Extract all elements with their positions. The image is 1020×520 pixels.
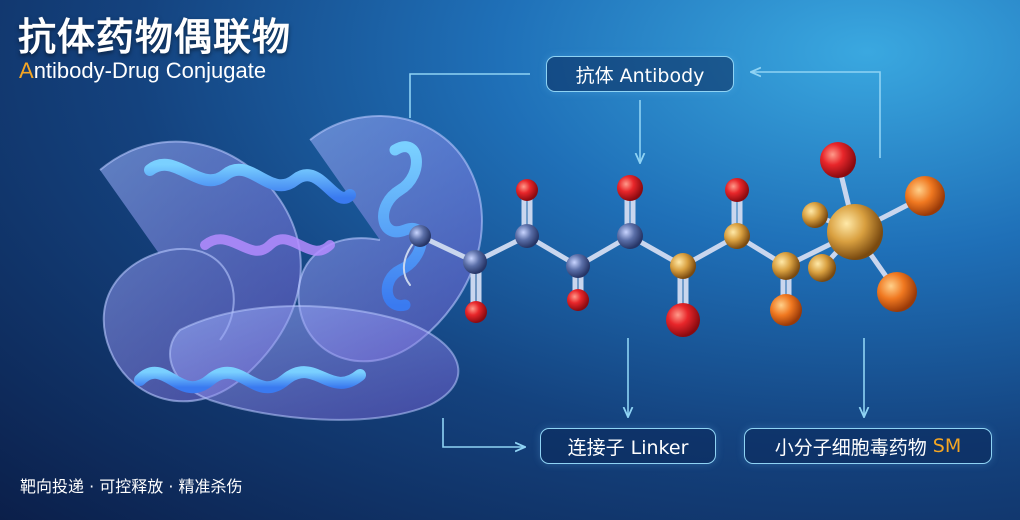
atom [670, 253, 696, 279]
subtitle-accent-letter: A [19, 58, 34, 83]
antibody-helix [200, 234, 335, 256]
linker-label: 连接子 Linker [540, 428, 716, 464]
linker-from-antibody-arrow [442, 418, 524, 447]
atom [725, 178, 749, 202]
atom [666, 303, 700, 337]
atom [516, 179, 538, 201]
antibody-structure [99, 115, 483, 421]
atom [770, 294, 802, 326]
atom [905, 176, 945, 216]
atom [827, 204, 883, 260]
atom [566, 254, 590, 278]
tagline: 靶向投递 · 可控释放 · 精准杀伤 [20, 477, 243, 496]
antibody-ribbon [169, 305, 460, 421]
atom [567, 289, 589, 311]
linker-label-text: 连接子 Linker [567, 436, 689, 459]
atom [877, 272, 917, 312]
atoms [409, 142, 945, 337]
antibody-label-text: 抗体 Antibody [575, 64, 705, 87]
antibody-label: 抗体 Antibody [546, 56, 734, 92]
small-molecule-abbr: SM [932, 435, 962, 457]
atom [465, 301, 487, 323]
antibody-helix [144, 158, 356, 204]
subtitle-text: ntibody-Drug Conjugate [33, 58, 267, 83]
atom [463, 250, 487, 274]
atom [820, 142, 856, 178]
atom [802, 202, 828, 228]
atom [617, 223, 643, 249]
page-subtitle: Antibody-Drug Conjugate [19, 58, 266, 84]
page-title: 抗体药物偶联物 [18, 15, 292, 59]
antibody-helix [134, 366, 366, 394]
callout-lines [409, 72, 881, 447]
atom [772, 252, 800, 280]
branch-bond [812, 159, 928, 295]
atom [724, 223, 750, 249]
antibody-callout-line [409, 73, 530, 118]
atom [409, 225, 431, 247]
atom [617, 175, 643, 201]
atom [515, 224, 539, 248]
atom [808, 254, 836, 282]
molecule [402, 142, 945, 337]
antibody-callout-arrow [752, 72, 881, 158]
antibody-helix [378, 141, 427, 311]
small-molecule-label-text: 小分子细胞毒药物 [774, 436, 927, 459]
